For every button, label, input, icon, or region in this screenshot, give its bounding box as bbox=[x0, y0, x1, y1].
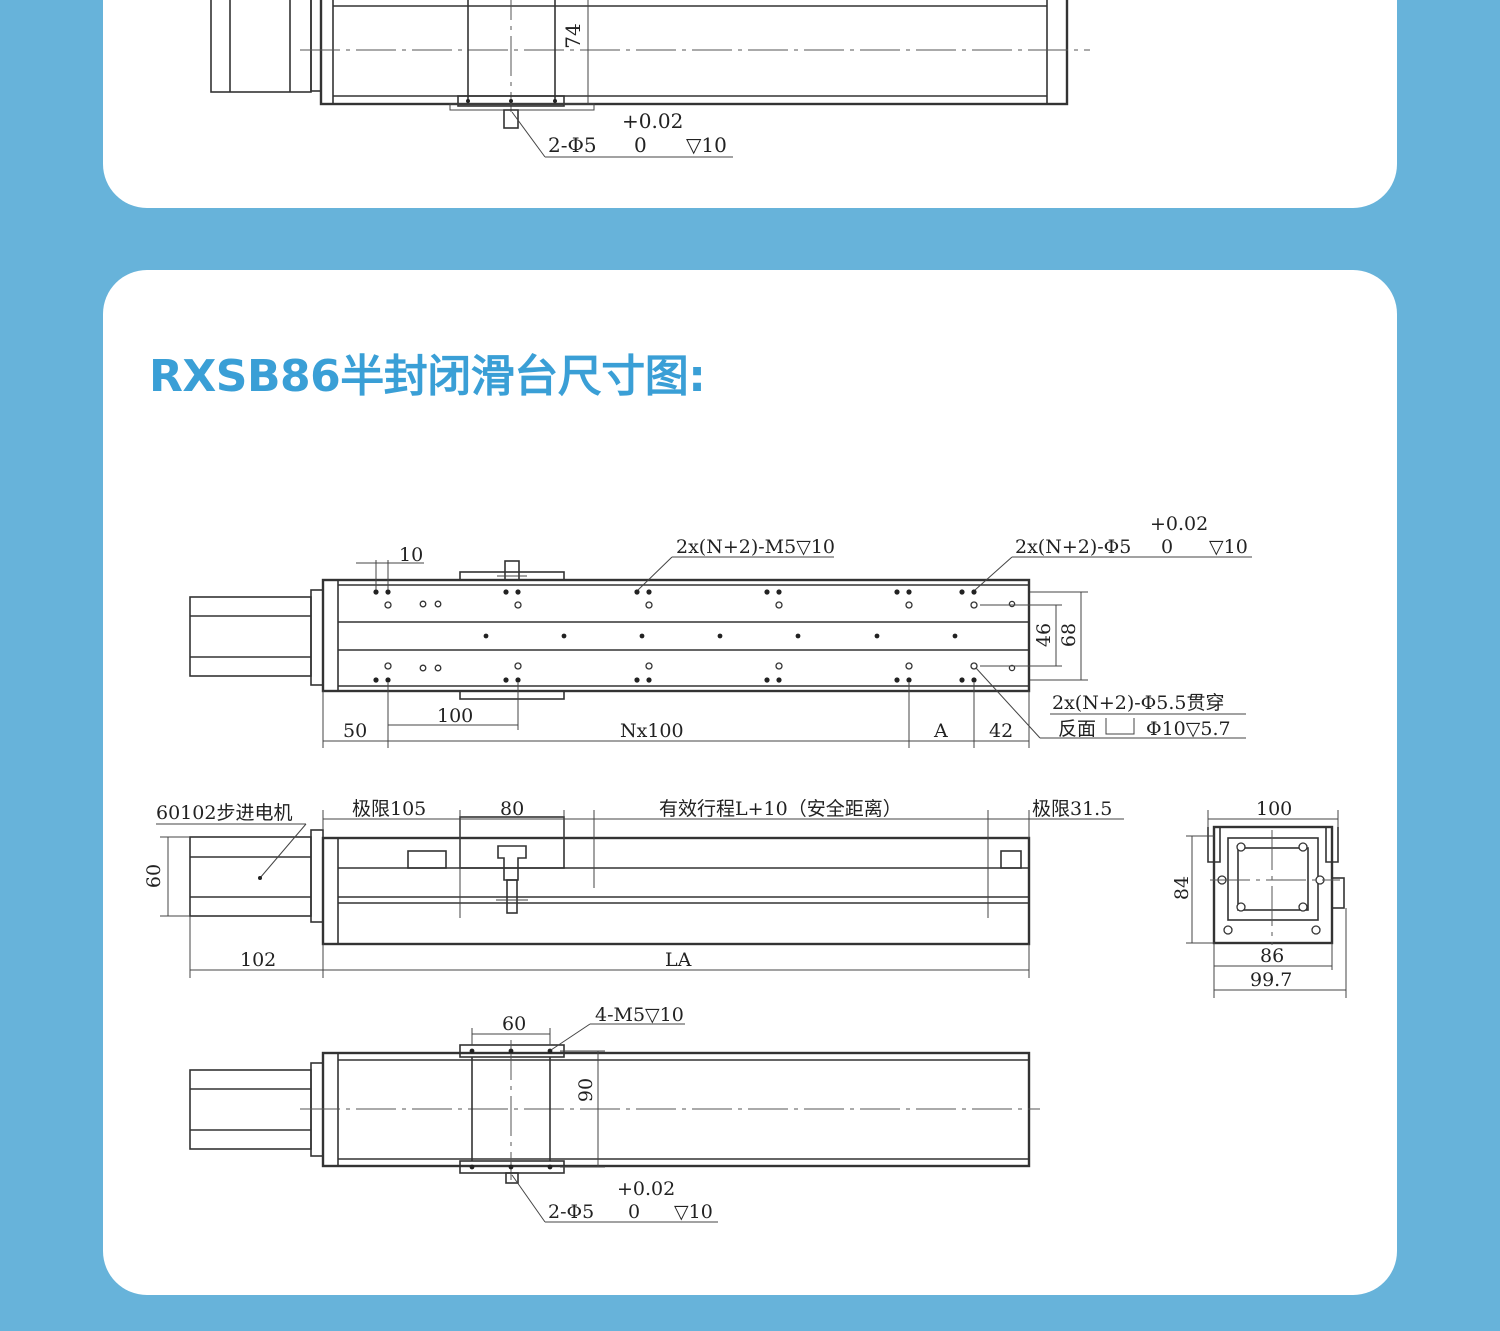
end-dim-86: 86 bbox=[1260, 945, 1284, 967]
stroke-label: 有效行程L+10（安全距离） bbox=[659, 798, 902, 820]
side-view: 极限105 80 有效行程L+10（安全距离） 极限31.5 60102步进电机… bbox=[143, 798, 1124, 978]
phi5-callout: 2x(N+2)-Φ5 bbox=[1015, 536, 1131, 558]
dim-74: 74 bbox=[561, 23, 585, 48]
bottom-tol-zero: 0 bbox=[628, 1201, 640, 1223]
end-dim-99-7: 99.7 bbox=[1250, 969, 1292, 991]
dim-nx100: Nx100 bbox=[620, 720, 684, 742]
motor-label: 60102步进电机 bbox=[156, 802, 292, 824]
depth-spec: ▽10 bbox=[686, 133, 727, 157]
phi5-depth: ▽10 bbox=[1209, 536, 1248, 558]
hole-spec: 2-Φ5 bbox=[548, 133, 597, 157]
end-view: 100 84 86 99.7 bbox=[1171, 798, 1347, 998]
bottom-hole-spec: 2-Φ5 bbox=[548, 1201, 594, 1223]
phi5-tol-zero: 0 bbox=[1161, 536, 1173, 558]
dim-90: 90 bbox=[575, 1078, 597, 1102]
mounting-holes bbox=[373, 589, 1016, 683]
top-view: 10 2x(N+2)-M5▽10 +0.02 2x(N+2)-Φ5 0 ▽10 … bbox=[189, 513, 1252, 748]
page-title: RXSB86半封闭滑台尺寸图: bbox=[149, 351, 706, 402]
bottom-dim-60: 60 bbox=[502, 1013, 526, 1035]
m5-callout: 2x(N+2)-M5▽10 bbox=[676, 536, 835, 558]
end-dim-84: 84 bbox=[1171, 876, 1193, 900]
tol-zero: 0 bbox=[634, 133, 647, 157]
top-drawing-card: 74 +0.02 2-Φ5 0 ▽10 bbox=[103, 0, 1397, 208]
dim-102: 102 bbox=[240, 949, 276, 971]
tol-plus: +0.02 bbox=[622, 109, 683, 133]
main-drawing-card: RXSB86半封闭滑台尺寸图: bbox=[103, 270, 1397, 1295]
end-dim-100: 100 bbox=[1256, 798, 1292, 820]
dim-la: LA bbox=[665, 949, 692, 971]
limit-31-5: 极限31.5 bbox=[1032, 798, 1112, 820]
dim-80: 80 bbox=[500, 798, 524, 820]
dim-a: A bbox=[933, 720, 948, 742]
bottom-m5-callout: 4-M5▽10 bbox=[595, 1004, 684, 1026]
dim-10: 10 bbox=[399, 544, 423, 566]
dim-60: 60 bbox=[143, 864, 165, 888]
dim-46: 46 bbox=[1033, 623, 1055, 647]
through-callout: 2x(N+2)-Φ5.5贯穿 bbox=[1052, 692, 1224, 714]
bottom-view: 60 4-M5▽10 90 +0.02 2-Φ5 0 ▽10 bbox=[189, 1004, 1040, 1223]
counterbore-callout: 反面 bbox=[1058, 718, 1096, 740]
top-view-drawing: 74 +0.02 2-Φ5 0 ▽10 bbox=[210, 0, 1090, 158]
limit-105: 极限105 bbox=[352, 798, 426, 820]
dim-42: 42 bbox=[989, 720, 1013, 742]
bottom-tol-plus: +0.02 bbox=[617, 1178, 675, 1200]
bottom-depth: ▽10 bbox=[674, 1201, 713, 1223]
rxsb86-drawing: 10 2x(N+2)-M5▽10 +0.02 2x(N+2)-Φ5 0 ▽10 … bbox=[143, 513, 1347, 1223]
dim-68: 68 bbox=[1058, 623, 1080, 647]
dim-100: 100 bbox=[437, 705, 473, 727]
dim-50: 50 bbox=[343, 720, 367, 742]
phi5-tol-plus: +0.02 bbox=[1150, 513, 1208, 535]
counterbore-spec: Φ10▽5.7 bbox=[1146, 718, 1231, 740]
